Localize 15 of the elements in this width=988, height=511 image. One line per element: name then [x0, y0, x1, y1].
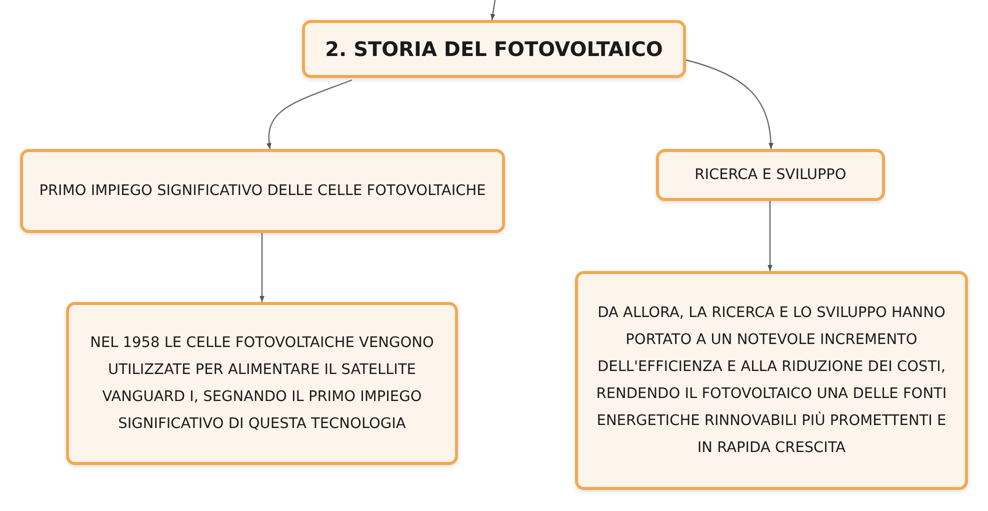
node-text: PRIMO IMPIEGO SIGNIFICATIVO DELLE CELLE FOTOVOLTAICHE [39, 182, 486, 200]
topic-box [656, 149, 885, 201]
connector-arrow [768, 201, 772, 271]
node-text: NEL 1958 LE CELLE FOTOVOLTAICHE VENGONO UTILIZZATE PER ALIMENTARE IL SATELLITE VANGUARD I, SEGNANDO IL PRIMO IMPIEGO SIGNIFICATIVO DI QUESTA TECNOLOGIA [89, 334, 435, 434]
connector-arrow [490, 0, 496, 20]
connector-arrow [686, 59, 774, 150]
topic-box [66, 302, 458, 465]
title-text: 2. STORIA DEL FOTOVOLTAICO [325, 36, 663, 62]
connector-arrow [266, 79, 352, 150]
title-box [302, 20, 686, 78]
node-text: RICERCA E SVILUPPO [694, 166, 846, 184]
topic-box [20, 149, 505, 233]
topic-box [575, 271, 968, 490]
connector-arrow [260, 233, 264, 302]
node-text: DA ALLORA, LA RICERCA E LO SVILUPPO HANNO PORTATO A UN NOTEVOLE INCREMENTO DELL'EFFICIENZA E ALLA RIDUZIONE DEI COSTI, RENDENDO IL FOTOVOLTAICO UNA DELLE FONTI ENERGETICHE RINNOVABILI PIÙ PROMETTENTI E IN RAPIDA CRESCITA [596, 304, 947, 458]
